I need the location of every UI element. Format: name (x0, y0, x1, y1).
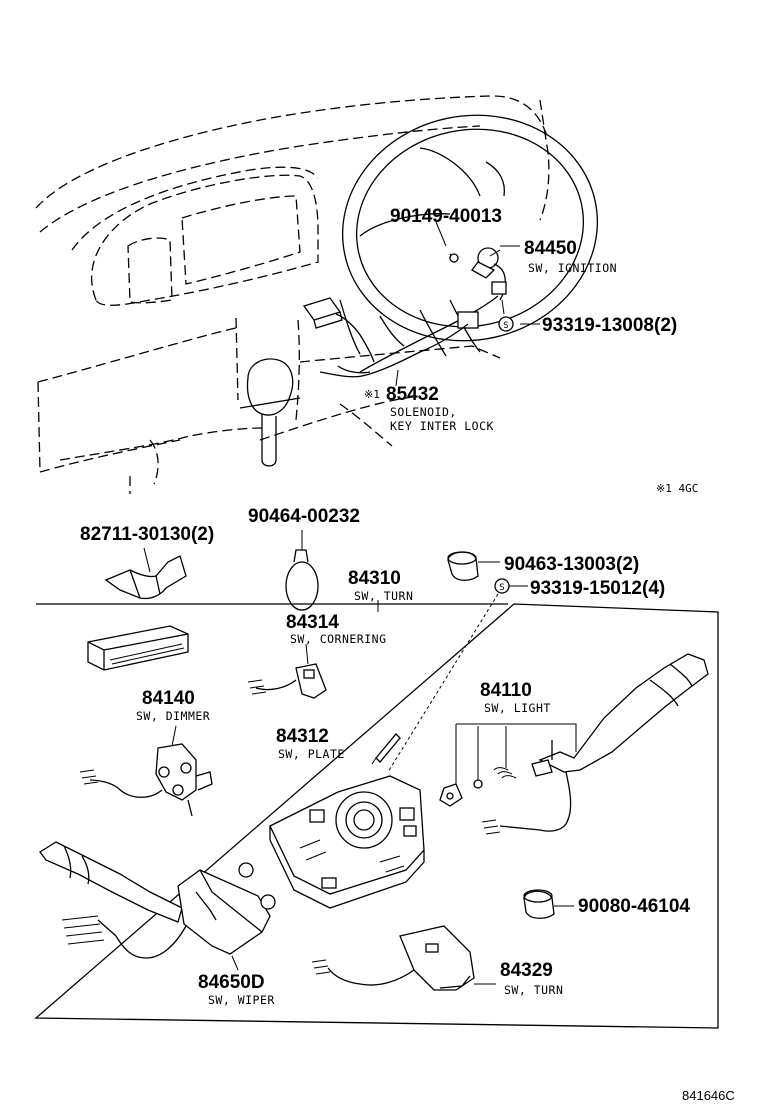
part-number-84140[interactable]: 84140 (142, 688, 195, 709)
part-desc-84312: SW, PLATE (278, 747, 345, 761)
part-number-84650d[interactable]: 84650D (198, 972, 265, 993)
part-number-90464[interactable]: 90464-00232 (248, 506, 360, 527)
plate-switch (371, 733, 401, 765)
part-desc-85432: SOLENOID, (390, 405, 457, 419)
bracket-82711 (104, 547, 187, 600)
part-number-84314[interactable]: 84314 (286, 612, 339, 633)
part-number-85432[interactable]: 85432 (386, 384, 439, 405)
part-number-93319a[interactable]: 93319-13008(2) (542, 315, 677, 336)
dashboard-outline (35, 95, 550, 494)
clamp-90464 (285, 530, 319, 611)
light-switch (439, 653, 709, 835)
leader-93319b (387, 593, 499, 773)
shift-lever (239, 358, 301, 467)
leader-93319a (501, 299, 505, 315)
cornering-switch (247, 643, 327, 699)
part-number-90080[interactable]: 90080-46104 (578, 896, 690, 917)
part-desc-84140: SW, DIMMER (136, 709, 210, 723)
connector-left (302, 297, 375, 363)
relay-module (87, 625, 189, 671)
part-number-82711[interactable]: 82711-30130(2) (80, 524, 214, 545)
turn-switch (311, 925, 496, 991)
part-number-84312[interactable]: 84312 (276, 726, 329, 747)
s-symbol-1: S (498, 316, 514, 332)
part-number-84329[interactable]: 84329 (500, 960, 553, 981)
s-symbol-2: S (494, 578, 528, 594)
part-desc-84329: SW, TURN (504, 983, 563, 997)
leader-90149 (435, 221, 447, 247)
leader-85432 (395, 369, 399, 387)
dimmer-switch (79, 725, 213, 817)
part-number-93319b[interactable]: 93319-15012(4) (530, 578, 665, 599)
steering-wheel (339, 114, 598, 357)
part-number-90463[interactable]: 90463-13003(2) (504, 554, 639, 575)
part-desc-84650d: SW, WIPER (208, 993, 275, 1007)
s-symbol-2-label: S (499, 583, 504, 593)
wiper-switch (39, 841, 276, 971)
s-symbol-1-label: S (503, 321, 508, 331)
labels: 90149-40013 84450 SW, IGNITION 93319-130… (80, 206, 735, 1103)
part-number-90149[interactable]: 90149-40013 (390, 206, 502, 227)
combination-switch (269, 775, 425, 909)
diagram-reference: 841646C (682, 1088, 735, 1103)
part-desc-84110: SW, LIGHT (484, 701, 551, 715)
clip-90080 (523, 889, 574, 919)
part-desc-84314: SW, CORNERING (290, 632, 387, 646)
part-number-84310[interactable]: 84310 (348, 568, 401, 589)
leader-84450b (489, 249, 501, 257)
ignition-switch (337, 247, 507, 374)
footnote: ※1 4GC (656, 482, 698, 495)
clip-90463 (447, 551, 500, 581)
part-prefix-85432: ※1 (364, 388, 380, 401)
part-desc-84450: SW, IGNITION (528, 261, 617, 275)
part-desc-84310: SW, TURN (354, 589, 413, 603)
part-number-84450[interactable]: 84450 (524, 238, 577, 259)
solenoid-wire (319, 323, 469, 378)
part-desc2-85432: KEY INTER LOCK (390, 419, 494, 433)
part-number-84110[interactable]: 84110 (480, 680, 532, 701)
